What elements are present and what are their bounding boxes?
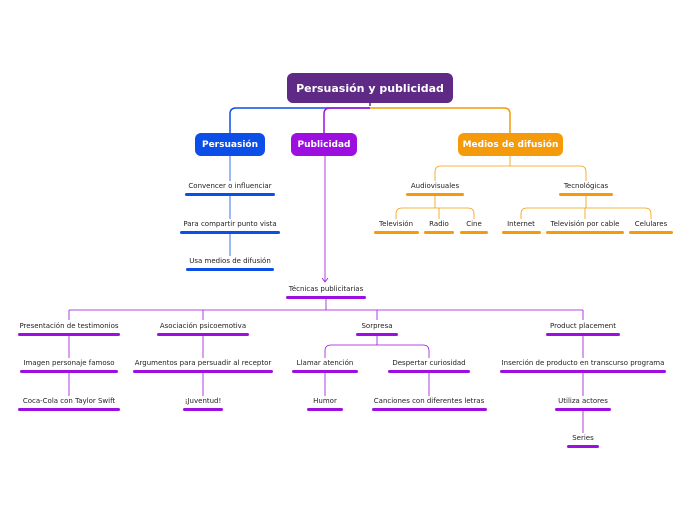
topic-underline (546, 333, 620, 336)
topic-underline (546, 231, 624, 234)
topic-underline (567, 445, 599, 448)
topic-internet[interactable]: Internet (507, 220, 535, 228)
topic-product-placement[interactable]: Product placement (550, 322, 616, 330)
root-topic[interactable]: Persuasión y publicidad (287, 73, 453, 103)
topic-coca-cola[interactable]: Coca-Cola con Taylor Swift (22, 397, 116, 405)
topic-underline (186, 268, 274, 271)
topic-utiliza-actores[interactable]: Utiliza actores (558, 397, 608, 405)
topic-underline (629, 231, 673, 234)
topic-underline (18, 408, 120, 411)
topic-sorpresa[interactable]: Sorpresa (361, 322, 393, 330)
topic-underline (183, 408, 223, 411)
topic-underline (460, 231, 488, 234)
topic-underline (292, 370, 358, 373)
topic-tecnologicas[interactable]: Tecnológicas (563, 182, 609, 190)
topic-convencer[interactable]: Convencer o influenciar (188, 182, 272, 190)
topic-underline (500, 370, 666, 373)
topic-testimonios[interactable]: Presentación de testimonios (19, 322, 119, 330)
topic-celulares[interactable]: Celulares (634, 220, 668, 228)
topic-underline (307, 408, 343, 411)
topic-underline (374, 231, 419, 234)
branch-persuasion[interactable]: Persuasión (195, 133, 265, 156)
topic-underline (157, 333, 249, 336)
topic-usa-medios[interactable]: Usa medios de difusión (189, 257, 271, 265)
topic-audiovisuales[interactable]: Audiovisuales (410, 182, 460, 190)
topic-imagen-famoso[interactable]: Imagen personaje famoso (23, 359, 115, 367)
topic-canciones[interactable]: Canciones con diferentes letras (373, 397, 485, 405)
topic-juventud[interactable]: ¡Juventud! (184, 397, 222, 405)
topic-cine[interactable]: Cine (466, 220, 482, 228)
topic-humor[interactable]: Humor (313, 397, 337, 405)
topic-underline (559, 193, 613, 196)
topic-underline (18, 333, 120, 336)
topic-compartir[interactable]: Para compartir punto vista (183, 220, 277, 228)
topic-tv-cable[interactable]: Televisión por cable (550, 220, 620, 228)
topic-underline (388, 370, 470, 373)
topic-tecnicas[interactable]: Técnicas publicitarias (288, 285, 364, 293)
topic-underline (555, 408, 611, 411)
topic-underline (424, 231, 454, 234)
branch-publicidad[interactable]: Publicidad (291, 133, 357, 156)
topic-argumentos[interactable]: Argumentos para persuadir al receptor (134, 359, 272, 367)
topic-underline (356, 333, 398, 336)
branch-medios[interactable]: Medios de difusión (458, 133, 563, 156)
topic-television[interactable]: Televisión (378, 220, 414, 228)
topic-underline (133, 370, 273, 373)
topic-asociacion[interactable]: Asociación psicoemotiva (159, 322, 247, 330)
topic-underline (286, 296, 366, 299)
topic-underline (180, 231, 280, 234)
topic-underline (372, 408, 487, 411)
topic-underline (185, 193, 275, 196)
topic-series[interactable]: Series (572, 434, 594, 442)
topic-radio[interactable]: Radio (429, 220, 449, 228)
topic-despertar-curiosidad[interactable]: Despertar curiosidad (392, 359, 466, 367)
topic-underline (406, 193, 464, 196)
topic-insercion-producto[interactable]: Inserción de producto en transcurso prog… (501, 359, 665, 367)
topic-underline (502, 231, 541, 234)
topic-underline (20, 370, 118, 373)
topic-llamar-atencion[interactable]: Llamar atención (296, 359, 354, 367)
